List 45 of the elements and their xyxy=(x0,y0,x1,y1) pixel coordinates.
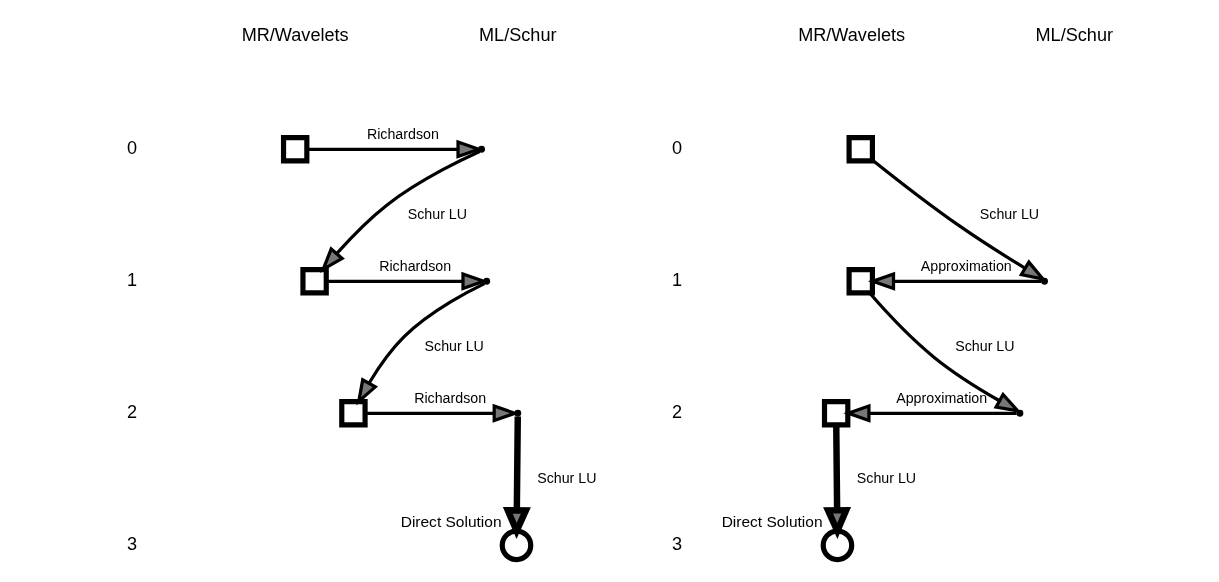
label: MR/Wavelets xyxy=(241,25,349,46)
arrow xyxy=(842,403,1017,423)
node-box xyxy=(846,267,875,296)
node-point xyxy=(513,409,521,417)
edge-label: Approximation xyxy=(895,389,987,406)
edge-label: Schur LU xyxy=(407,205,467,222)
node-circle xyxy=(820,528,854,563)
edge-label: Schur LU xyxy=(536,469,596,486)
edge-label: Richardson xyxy=(413,389,486,406)
node-label: Direct Solution xyxy=(400,512,502,530)
arrow xyxy=(822,425,851,540)
node-box xyxy=(846,135,875,164)
node-box xyxy=(299,267,329,296)
edge-label: Schur LU xyxy=(424,337,484,354)
label: 3 xyxy=(671,534,682,555)
edge-label: Approximation xyxy=(920,257,1012,274)
label: 0 xyxy=(126,138,137,159)
label: 3 xyxy=(126,534,137,555)
label: 1 xyxy=(126,270,137,291)
label: ML/Schur xyxy=(478,25,557,46)
node-point xyxy=(477,145,485,153)
node-circle xyxy=(499,528,533,563)
node-box xyxy=(338,399,368,428)
arrow xyxy=(871,158,1047,282)
node-point xyxy=(482,277,490,285)
edge-label: Schur LU xyxy=(856,469,916,486)
label: ML/Schur xyxy=(1035,25,1113,46)
arrow xyxy=(355,282,485,406)
node-box xyxy=(280,135,309,164)
edge-label: Richardson xyxy=(378,257,451,274)
label: 2 xyxy=(126,402,137,423)
edge-label: Richardson xyxy=(366,125,439,142)
edge-label: Schur LU xyxy=(954,337,1015,354)
edge-label: Schur LU xyxy=(979,205,1039,222)
label: 1 xyxy=(671,270,682,291)
arrow xyxy=(867,271,1041,291)
node-label: Direct Solution xyxy=(721,512,823,530)
node-point xyxy=(1040,277,1048,285)
arrow xyxy=(502,416,531,540)
label: 2 xyxy=(671,402,682,423)
label: 0 xyxy=(671,138,682,159)
node-point xyxy=(1016,409,1023,417)
arrow xyxy=(319,149,480,274)
label: MR/Wavelets xyxy=(797,25,905,46)
node-box xyxy=(821,399,850,428)
